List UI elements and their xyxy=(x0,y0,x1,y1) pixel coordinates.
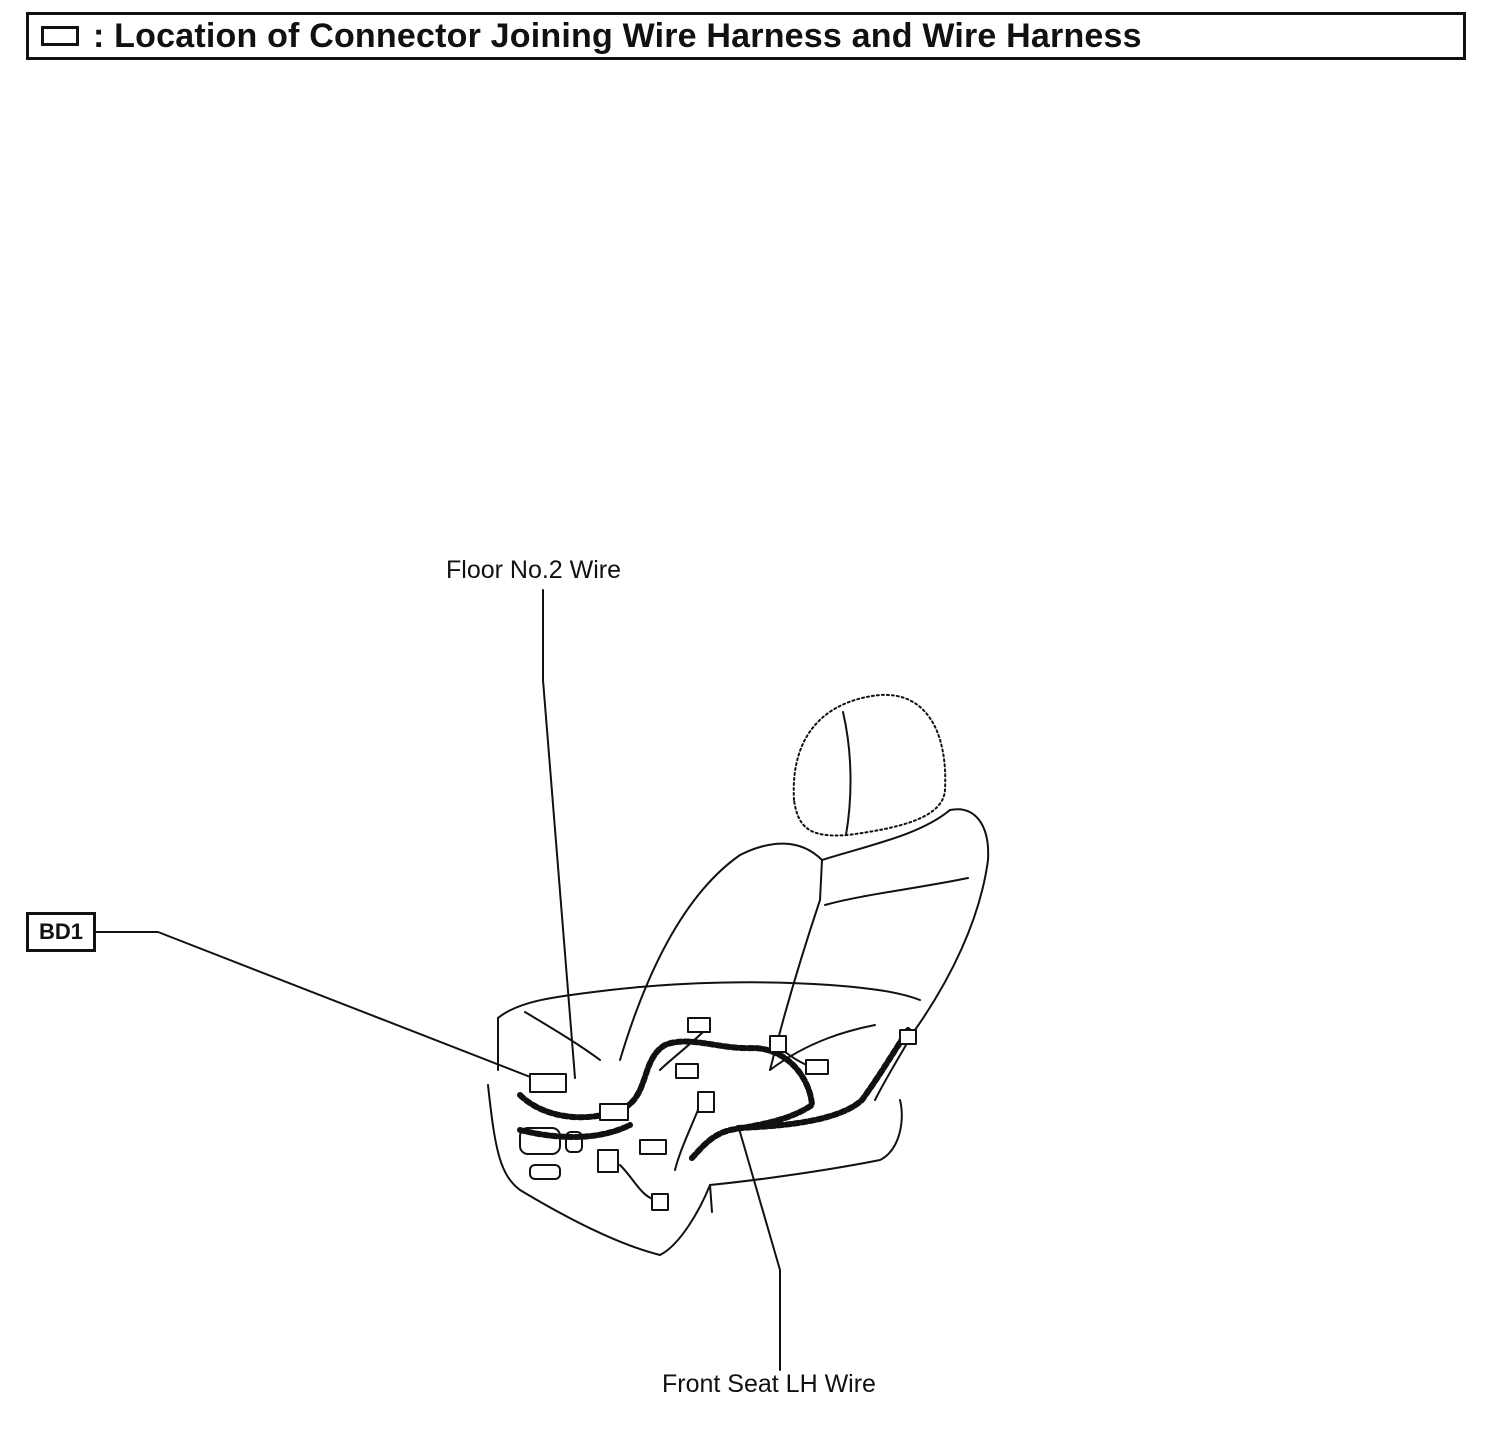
connector xyxy=(805,1059,829,1075)
connector-code-bd1: BD1 xyxy=(26,912,96,952)
connector xyxy=(651,1193,669,1211)
floor-wire-leader xyxy=(542,589,576,1079)
header-title: : Location of Connector Joining Wire Har… xyxy=(93,16,1142,55)
diagram-header: : Location of Connector Joining Wire Har… xyxy=(26,12,1466,60)
connector xyxy=(769,1035,787,1053)
connector xyxy=(675,1063,699,1079)
connector xyxy=(599,1103,629,1121)
seat-cushion xyxy=(497,981,921,1019)
front-seat-lh-wire-label: Front Seat LH Wire xyxy=(662,1370,876,1398)
connector xyxy=(597,1149,619,1173)
connector xyxy=(899,1029,917,1045)
square-connector-icon xyxy=(41,26,79,46)
connector-bd1 xyxy=(529,1073,567,1093)
seat-back xyxy=(619,842,823,1071)
headrest xyxy=(792,693,947,837)
floor-no2-wire-label: Floor No.2 Wire xyxy=(446,556,622,584)
front-seat-wire-leader xyxy=(739,1131,781,1371)
connector xyxy=(697,1091,715,1113)
connector xyxy=(687,1017,711,1033)
seat-control-switch xyxy=(519,1127,561,1155)
connector xyxy=(639,1139,667,1155)
bd1-leader xyxy=(95,931,539,1081)
